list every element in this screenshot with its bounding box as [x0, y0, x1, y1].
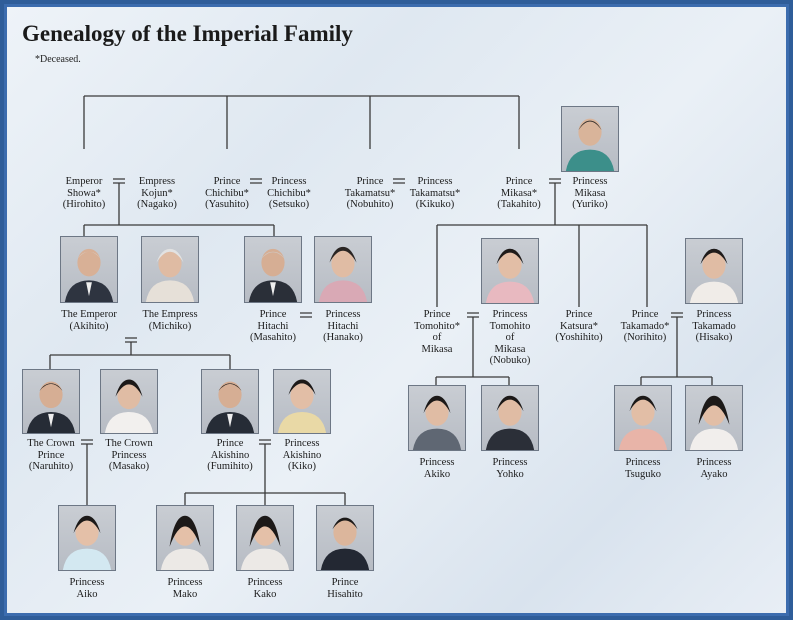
portrait-icon [26, 381, 76, 433]
marriage-showa [113, 178, 125, 184]
marriage-hitachi [300, 312, 312, 318]
portrait-icon [318, 246, 368, 302]
marriage-chichibu [250, 178, 262, 184]
deceased-note: *Deceased. [35, 54, 81, 65]
label-takamado-w: Princess Takamado (Hisako) [692, 309, 736, 343]
label-hitachi: Prince Hitachi (Masahito) [249, 309, 297, 343]
portrait-hisahito [316, 505, 374, 571]
portrait-icon [320, 517, 370, 570]
label-takamado: Prince Takamado* (Norihito) [620, 309, 670, 343]
portrait-takamado-w [685, 238, 743, 304]
label-emperor: The Emperor (Akihito) [61, 309, 117, 332]
family-tree-lines [49, 95, 713, 505]
portrait-kako [236, 505, 294, 571]
label-mikasa: Prince Mikasa* (Takahito) [497, 176, 541, 210]
portrait-aiko [58, 505, 116, 571]
line-tomohito-children [435, 317, 510, 385]
portrait-icon [412, 395, 462, 450]
label-akiko: Princess Akiko [419, 457, 455, 480]
portrait-ayako [685, 385, 743, 451]
portrait-empress [141, 236, 199, 303]
portrait-icon [64, 248, 114, 302]
marriage-emperor [125, 337, 137, 343]
label-chichibu-w: Princess Chichibu* (Setsuko) [267, 176, 311, 210]
label-mikasa-w: Princess Mikasa (Yuriko) [572, 176, 608, 210]
line-mikasa-children [436, 183, 648, 307]
portrait-icon [277, 379, 327, 433]
label-tomohito-w: Princess Tomohito of Mikasa (Nobuko) [489, 309, 531, 366]
portrait-tsuguko [614, 385, 672, 451]
label-showa: Emperor Showa* (Hirohito) [62, 176, 106, 210]
portrait-icon [248, 248, 298, 302]
marriage-akishino [259, 439, 271, 445]
marriage-takamatsu [393, 178, 405, 184]
line-showa-children [83, 183, 275, 236]
label-ayako: Princess Ayako [696, 457, 732, 480]
portrait-hitachi [244, 236, 302, 303]
portrait-emperor [60, 236, 118, 303]
label-tomohito: Prince Tomohito* of Mikasa [414, 309, 460, 355]
portrait-mako [156, 505, 214, 571]
line-takamado-children [640, 317, 713, 385]
label-kako: Princess Kako [247, 577, 283, 600]
label-takamatsu-w: Princess Takamatsu* (Kikuko) [409, 176, 461, 210]
portrait-akishino-w [273, 369, 331, 434]
portrait-icon [145, 248, 195, 302]
portrait-akishino [201, 369, 259, 434]
label-tsuguko: Princess Tsuguko [624, 457, 662, 480]
portrait-mikasa-w [561, 106, 619, 172]
portrait-icon [565, 118, 615, 171]
label-takamatsu: Prince Takamatsu* (Nobuhito) [344, 176, 396, 210]
marriage-tomohito [467, 312, 479, 318]
portrait-icon [62, 515, 112, 570]
portrait-hitachi-w [314, 236, 372, 303]
label-mako: Princess Mako [167, 577, 203, 600]
portrait-icon [689, 248, 739, 303]
portrait-akiko [408, 385, 466, 451]
marriage-mikasa [549, 178, 561, 184]
label-chichibu: Prince Chichibu* (Yasuhito) [205, 176, 249, 210]
label-aiko: Princess Aiko [69, 577, 105, 600]
label-akishino-w: Princess Akishino (Kiko) [282, 438, 322, 472]
portrait-crown-prince [22, 369, 80, 434]
label-empress: The Empress (Michiko) [142, 309, 198, 332]
line-emperor-children [49, 342, 231, 369]
label-akishino: Prince Akishino (Fumihito) [207, 438, 253, 472]
label-yohko: Princess Yohko [492, 457, 528, 480]
label-crown-princess: The Crown Princess (Masako) [105, 438, 153, 472]
portrait-yohko [481, 385, 539, 451]
portrait-icon [205, 381, 255, 433]
portrait-icon [618, 395, 668, 450]
chart-title: Genealogy of the Imperial Family [22, 21, 353, 46]
portrait-icon [485, 395, 535, 450]
label-katsura: Prince Katsura* (Yoshihito) [555, 309, 603, 343]
marriage-takamado [671, 312, 683, 318]
label-hitachi-w: Princess Hitachi (Hanako) [323, 309, 363, 343]
label-kojun: Empress Kojun* (Nagako) [137, 176, 177, 210]
portrait-icon [689, 395, 739, 450]
portrait-icon [485, 248, 535, 303]
portrait-icon [160, 515, 210, 570]
portrait-icon [104, 379, 154, 433]
marriage-crown-prince [81, 439, 93, 445]
portrait-crown-princess [100, 369, 158, 434]
portrait-tomohito-w [481, 238, 539, 304]
line-akishino-children [184, 444, 346, 505]
label-crown-prince: The Crown Prince (Naruhito) [27, 438, 75, 472]
label-hisahito: Prince Hisahito [327, 577, 363, 600]
portrait-icon [240, 515, 290, 570]
genealogy-chart: Genealogy of the Imperial Family *Deceas… [4, 4, 789, 616]
